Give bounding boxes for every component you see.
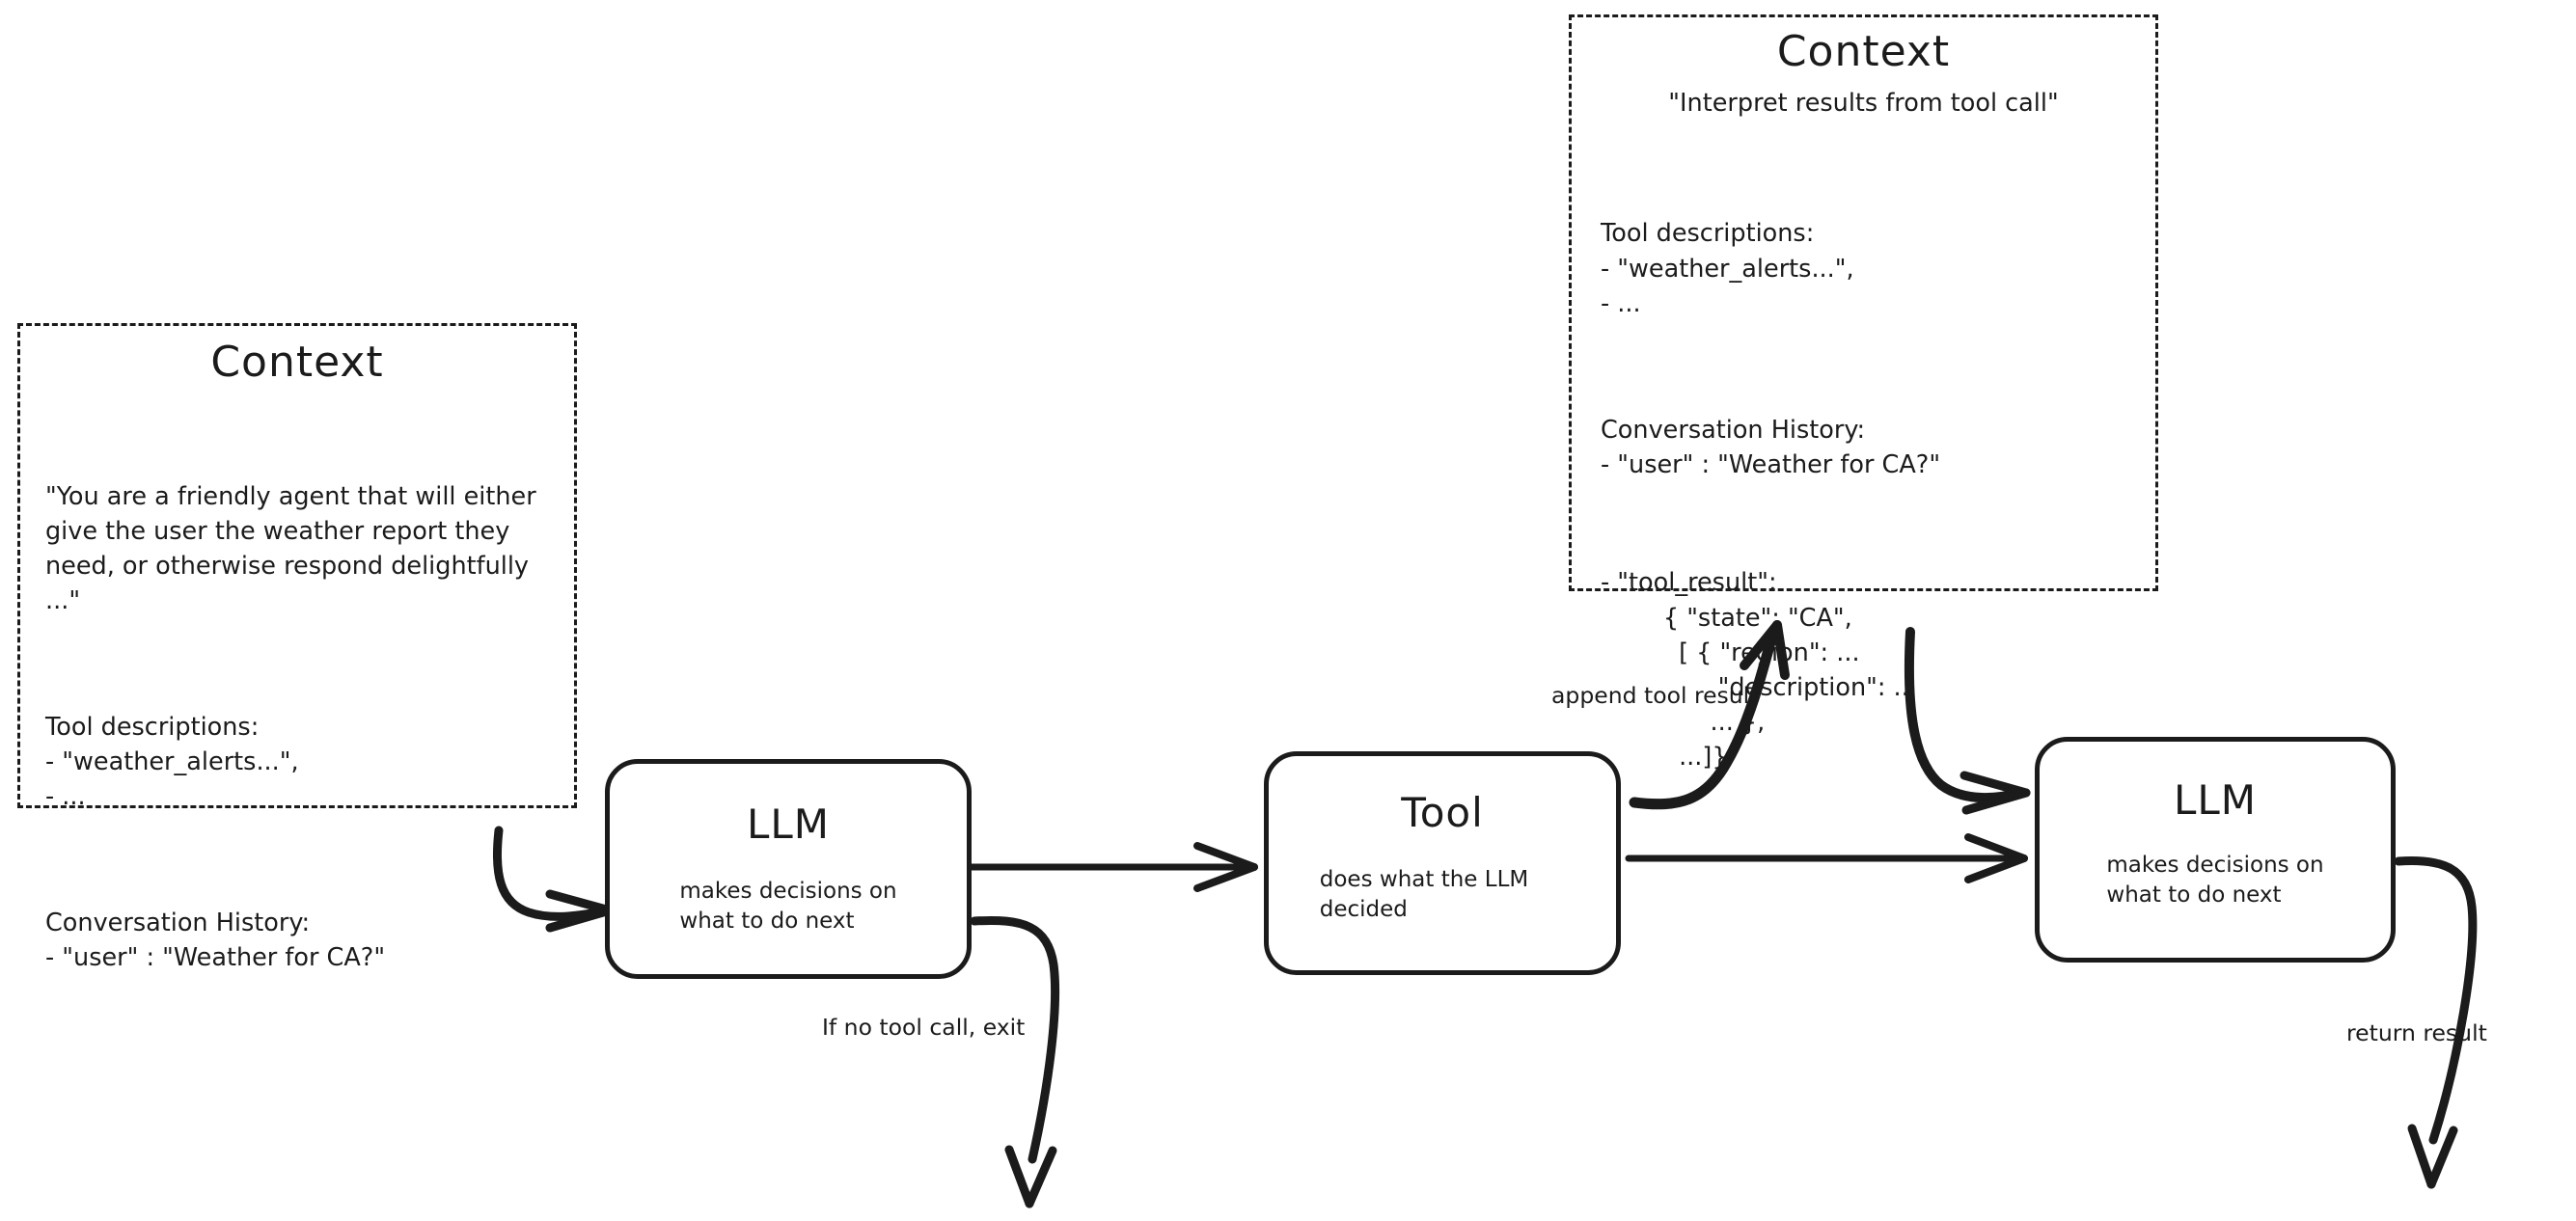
node-tool-title: Tool <box>1401 789 1484 836</box>
context-right-tool-descriptions-items: - "weather_alerts...", - ... <box>1601 254 1854 318</box>
edge-llm1-exit <box>970 915 1060 1208</box>
context-left-conversation: Conversation History: - "user" : "Weathe… <box>45 906 549 975</box>
node-tool-subtitle: does what the LLM decided <box>1319 867 1529 922</box>
edge-label-append-tool-result: append tool result <box>1551 682 1759 709</box>
context-right-conversation-heading: Conversation History: <box>1601 415 1866 445</box>
context-panel-right: Context "Interpret results from tool cal… <box>1569 14 2158 772</box>
context-right-conversation-user: - "user" : "Weather for CA?" <box>1601 449 1941 479</box>
edge-llm1-to-tool <box>966 842 1258 892</box>
node-llm-second[interactable]: LLM makes decisions on what to do next <box>2035 737 2396 963</box>
context-left-system-prompt: "You are a friendly agent that will eith… <box>45 481 544 616</box>
context-left-tool-descriptions-heading: Tool descriptions: <box>45 713 260 743</box>
context-right-tool-descriptions-heading: Tool descriptions: <box>1601 219 1815 249</box>
context-left-tool-descriptions-items: - "weather_alerts...", - ... <box>45 747 299 812</box>
context-right-tool-result: - "tool_result": { "state": "CA", [ { "r… <box>1601 568 1917 773</box>
node-llm-first-title: LLM <box>746 800 831 848</box>
context-right-title: Context <box>1776 27 1951 76</box>
edge-label-if-no-tool-call-exit: If no tool call, exit <box>822 1014 1026 1041</box>
node-tool[interactable]: Tool does what the LLM decided <box>1264 751 1621 975</box>
node-llm-second-subtitle: makes decisions on what to do next <box>2106 853 2324 908</box>
node-llm-first[interactable]: LLM makes decisions on what to do next <box>605 759 972 979</box>
context-left-conversation-heading: Conversation History: <box>45 909 311 938</box>
context-right-system-prompt: "Interpret results from tool call" <box>1668 89 2059 119</box>
context-right-tool-descriptions: Tool descriptions: - "weather_alerts..."… <box>1601 216 2126 321</box>
context-right-conversation: Conversation History: - "user" : "Weathe… <box>1601 413 2126 482</box>
context-left-title: Context <box>210 338 384 387</box>
node-llm-first-subtitle: makes decisions on what to do next <box>679 879 897 934</box>
context-left-conversation-items: - "user" : "Weather for CA?" <box>45 943 386 973</box>
context-panel-left: Context "You are a friendly agent that w… <box>17 323 577 972</box>
context-left-tool-descriptions: Tool descriptions: - "weather_alerts..."… <box>45 710 549 815</box>
node-llm-second-title: LLM <box>2173 776 2258 824</box>
edge-label-return-result: return result <box>2346 1019 2487 1046</box>
